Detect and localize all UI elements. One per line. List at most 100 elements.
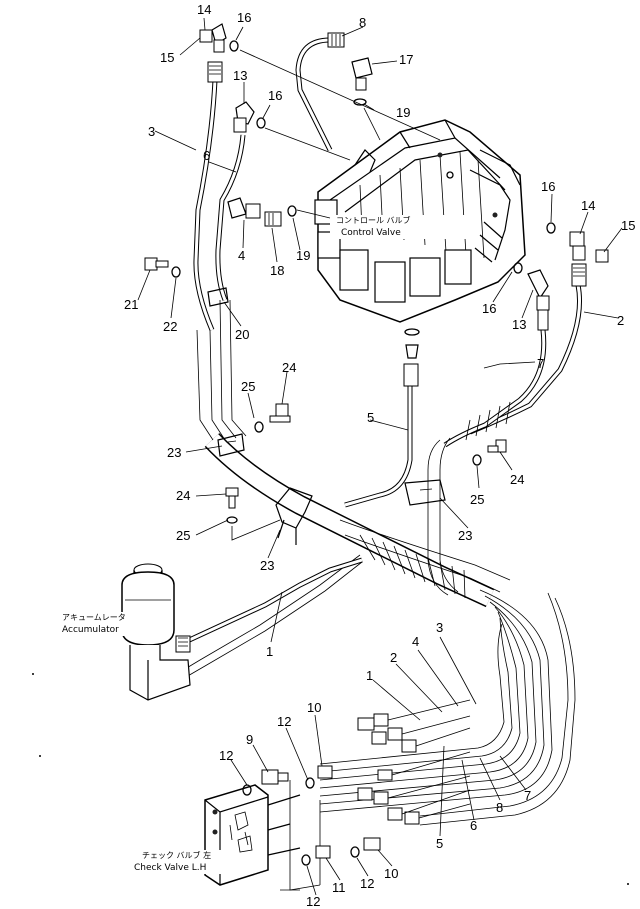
callout-3-top: 3 — [148, 124, 155, 139]
scan-dots — [32, 673, 629, 885]
fitting-11 — [315, 845, 331, 859]
hose-6 — [215, 134, 246, 301]
hose-5 — [344, 385, 413, 508]
callout-23-lower: 23 — [260, 558, 274, 573]
callout-8-top: 8 — [359, 15, 366, 30]
callout-17: 17 — [399, 52, 413, 67]
callout-16-top: 16 — [237, 10, 251, 25]
callout-1-accumulator: 1 — [266, 644, 273, 659]
callout-14-right: 14 — [581, 198, 595, 213]
fitting-13-upper — [233, 101, 255, 133]
fitting-8 — [327, 32, 345, 48]
callout-numbers: 14 16 8 15 17 13 16 19 3 6 16 14 15 4 18… — [124, 2, 635, 909]
hose-1 — [183, 557, 363, 645]
fitting-13-right — [527, 269, 550, 331]
fitting-14-top — [199, 23, 227, 53]
callout-20: 20 — [235, 327, 249, 342]
callout-6-top: 6 — [203, 148, 210, 163]
callout-21: 21 — [124, 297, 138, 312]
pipe-clamp-right — [404, 479, 446, 506]
callout-15-right: 15 — [621, 218, 635, 233]
hose-end-5 — [403, 344, 419, 387]
hose-3 — [193, 79, 218, 331]
o-ring-16-top — [229, 40, 239, 52]
callout-10-lower: 10 — [384, 866, 398, 881]
fitting-18 — [264, 211, 282, 227]
washer-25-right — [472, 454, 482, 466]
hose-end-3-top — [207, 61, 223, 83]
washer-25-lower — [226, 516, 238, 524]
accumulator-label-en: Accumulator — [62, 625, 119, 635]
callout-12-bottom-right: 12 — [360, 876, 374, 891]
o-ring-12-low-left — [301, 854, 311, 866]
callout-14-top: 14 — [197, 2, 211, 17]
hose-8 — [295, 37, 333, 152]
callout-1-lower: 1 — [366, 668, 373, 683]
callout-12-upper: 12 — [277, 714, 291, 729]
o-ring-bottom-valve — [404, 328, 420, 336]
callout-6-lower: 6 — [470, 818, 477, 833]
bolt-24-upper — [269, 403, 291, 423]
hose-upper-left-pipe — [196, 299, 247, 441]
bolt-21 — [144, 257, 169, 271]
check-valve-label-bg — [130, 850, 236, 874]
fitting-14-right — [569, 231, 586, 261]
callout-11: 11 — [332, 880, 346, 895]
fitting-17 — [351, 57, 373, 91]
accumulator — [121, 563, 191, 701]
callout-24-upper: 24 — [282, 360, 296, 375]
accumulator-label-jp: アキュームレータ — [62, 613, 126, 622]
o-ring-12-mid — [305, 777, 315, 789]
washer-25-upper — [254, 421, 264, 433]
callout-25-right: 25 — [470, 492, 484, 507]
hose-7 — [443, 329, 547, 448]
callout-16-right: 16 — [541, 179, 555, 194]
check-valve-label-jp: チェック バルブ 左 — [142, 850, 211, 860]
callout-4-top: 4 — [238, 248, 245, 263]
callout-5-top: 5 — [367, 410, 374, 425]
callout-10-upper: 10 — [307, 700, 321, 715]
pipe-clamp-lower — [275, 487, 313, 545]
callout-25-lower: 25 — [176, 528, 190, 543]
o-ring-12-low-right — [350, 846, 360, 858]
callout-24-lower: 24 — [176, 488, 190, 503]
callout-13-right: 13 — [512, 317, 526, 332]
callout-5-lower: 5 — [436, 836, 443, 851]
hose-end-2 — [571, 263, 587, 287]
callout-13-top: 13 — [233, 68, 247, 83]
callout-7-lower: 7 — [524, 788, 531, 803]
fitting-10-upper — [317, 765, 333, 779]
o-ring-19-mid — [287, 205, 297, 217]
callout-16-mid: 16 — [268, 88, 282, 103]
o-ring-16-right-low — [513, 262, 523, 274]
callout-7-top: 7 — [537, 356, 544, 371]
callout-8-lower: 8 — [496, 800, 503, 815]
callout-19-top: 19 — [396, 105, 410, 120]
callout-24-right: 24 — [510, 472, 524, 487]
lower-hose-ends — [357, 699, 471, 825]
o-ring-16-mid — [256, 117, 266, 129]
accumulator-label-bg — [58, 612, 130, 636]
callout-12-bottom-left: 12 — [306, 894, 320, 909]
washer-22 — [171, 266, 181, 278]
control-valve-label-jp: コントロール バルブ — [336, 215, 411, 225]
callout-16-right-low: 16 — [482, 301, 496, 316]
o-ring-19-top — [353, 98, 367, 106]
o-ring-16-right — [546, 222, 556, 234]
bolt-24-right — [487, 439, 507, 453]
callout-3-lower: 3 — [436, 620, 443, 635]
callout-18: 18 — [270, 263, 284, 278]
washer-25-lower-bracket — [231, 519, 281, 541]
callout-12-left: 12 — [219, 748, 233, 763]
check-valve-label-en: Check Valve L.H — [134, 863, 206, 873]
fitting-4 — [227, 197, 261, 219]
bolt-24-lower — [225, 487, 239, 509]
control-valve-label-bg — [330, 215, 470, 239]
callout-2-lower: 2 — [390, 650, 397, 665]
clip-20 — [207, 287, 229, 307]
callout-4-lower: 4 — [412, 634, 419, 649]
pipe-bundle — [149, 433, 576, 826]
fitting-9 — [261, 769, 289, 785]
callout-9: 9 — [246, 732, 253, 747]
